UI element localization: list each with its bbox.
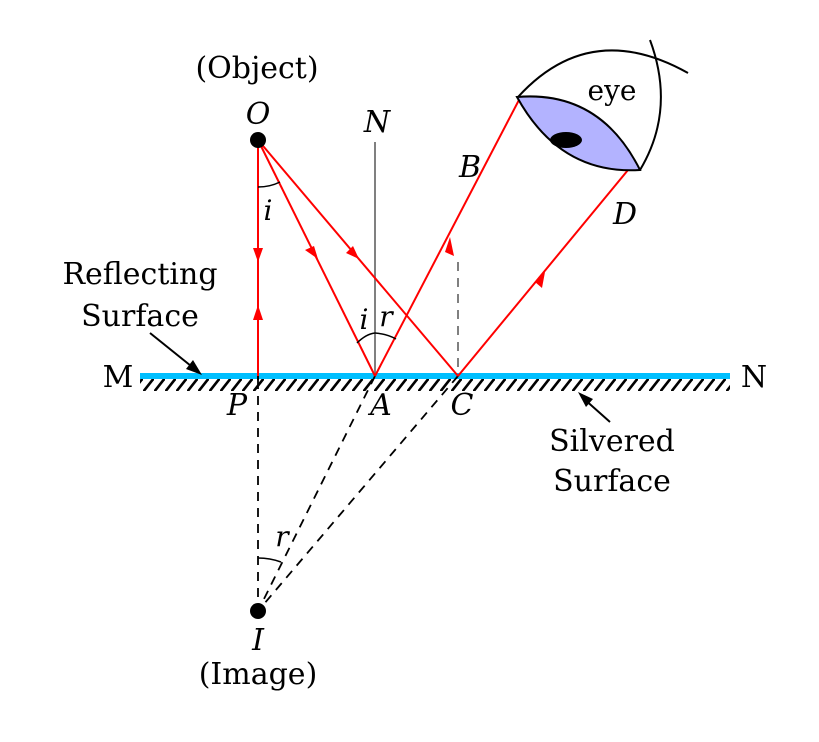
silvered-surface-label-line2: Surface xyxy=(553,464,671,499)
ray-arrowheads xyxy=(253,237,545,320)
silvered-surface-label-line1: Silvered xyxy=(549,424,675,459)
virtual-rays xyxy=(257,375,459,612)
point-o-label: O xyxy=(246,97,271,132)
angle-arcs xyxy=(257,181,397,563)
eye-lens xyxy=(515,95,642,172)
arrow-op-down xyxy=(253,248,263,262)
image-caption: (Image) xyxy=(199,657,318,692)
point-b-label: B xyxy=(458,150,481,185)
arrow-ab xyxy=(445,237,454,256)
mirror-hatching xyxy=(140,378,730,391)
arc-i-at-o xyxy=(257,181,281,188)
eye-drawing xyxy=(515,39,689,172)
angle-i-at-a-label: i xyxy=(360,303,369,336)
reflecting-surface-label-line2: Surface xyxy=(81,299,199,334)
image-dot xyxy=(250,603,266,619)
point-d-label: D xyxy=(612,197,637,232)
point-c-label: C xyxy=(451,388,474,423)
arrow-cd xyxy=(535,272,545,288)
point-p-label: P xyxy=(226,388,248,423)
arc-r-at-a xyxy=(374,332,397,340)
angle-r-bottom-label: r xyxy=(275,520,290,553)
eye-outline-arc xyxy=(517,49,689,98)
point-a-label: A xyxy=(367,388,392,423)
mirror-right-label: N xyxy=(741,360,767,395)
eye-label: eye xyxy=(588,74,637,107)
ray-cd xyxy=(457,169,629,377)
arrow-oa xyxy=(305,246,318,259)
mirror-left-label: M xyxy=(103,360,134,395)
eye-back-arc xyxy=(639,39,662,171)
angle-i-top-label: i xyxy=(264,194,273,227)
arrow-oc xyxy=(346,246,359,259)
ray-oa xyxy=(257,139,376,377)
arc-i-at-a xyxy=(356,332,376,344)
angle-r-at-a-label: r xyxy=(379,300,394,333)
ray-ab xyxy=(374,97,521,377)
normal-label: N xyxy=(363,105,392,140)
point-i-label: I xyxy=(251,623,265,658)
pointer-arrows xyxy=(149,332,611,423)
object-dot xyxy=(250,132,266,148)
eye-pupil xyxy=(550,132,582,148)
object-caption: (Object) xyxy=(195,51,318,86)
arc-r-at-i xyxy=(257,557,282,563)
reflecting-surface-label-line1: Reflecting xyxy=(62,257,217,292)
arrow-po-up xyxy=(253,305,263,320)
